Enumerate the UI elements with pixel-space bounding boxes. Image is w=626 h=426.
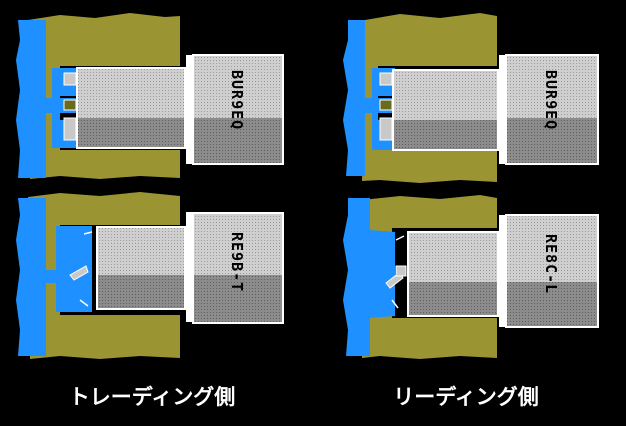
brake-fluid <box>16 20 80 178</box>
pad-plate <box>186 212 192 322</box>
piston-seal-lower <box>63 117 77 141</box>
pad-top <box>506 55 598 118</box>
pad-label: BUR9EQ <box>228 70 246 130</box>
piston-seal-lower <box>379 117 393 141</box>
pad-label: RE9B-T <box>228 232 246 292</box>
piston-bottom <box>408 282 498 316</box>
caliper-body <box>28 192 180 359</box>
piston-seal-upper <box>63 72 77 86</box>
piston-top <box>393 70 498 120</box>
panel-trailing-top: BUR9EQ <box>16 13 284 179</box>
piston-top <box>408 232 498 282</box>
piston-outline <box>96 226 186 310</box>
piston-outline <box>407 231 499 317</box>
brake-fluid <box>16 198 70 356</box>
panel-leading-top: BUR9EQ <box>343 13 599 183</box>
piston-top <box>97 227 185 275</box>
pad-label: BUR9EQ <box>542 70 560 130</box>
pad-top <box>506 215 598 282</box>
panel-trailing-bottom: RE9B-T <box>16 192 284 359</box>
fluid-chamber <box>56 226 92 312</box>
pad-outline <box>192 54 284 165</box>
pad-plate <box>499 55 505 164</box>
caliper-body <box>28 13 180 179</box>
pad-outline <box>192 212 284 324</box>
pad-top <box>193 213 283 275</box>
piston-seal-mark <box>63 99 77 111</box>
pad-bottom <box>506 282 598 327</box>
caliper-body <box>362 195 497 359</box>
brake-fluid <box>343 20 400 176</box>
piston-seal-tail <box>79 231 93 307</box>
piston-outline <box>76 67 186 149</box>
brake-fluid <box>343 198 395 356</box>
piston-seal-block <box>395 265 407 277</box>
pad-label: RE8C-L <box>542 234 560 294</box>
piston-seal <box>69 265 89 281</box>
caption-trailing: トレーディング側 <box>69 385 236 409</box>
piston-seal-tail <box>391 235 405 309</box>
piston-bottom <box>97 275 185 309</box>
pad-bottom <box>193 275 283 323</box>
piston-bottom <box>77 118 185 148</box>
pad-bottom <box>193 118 283 164</box>
pad-bottom <box>506 118 598 164</box>
piston-outline <box>392 69 499 151</box>
piston-bottom <box>393 120 498 150</box>
pad-plate <box>499 215 505 327</box>
piston-top <box>77 68 185 118</box>
pad-top <box>193 55 283 118</box>
piston-seal-upper <box>379 72 393 86</box>
pad-plate <box>186 55 192 164</box>
caption-leading: リーディング側 <box>393 385 539 409</box>
piston-seal-mark <box>379 99 393 111</box>
caliper-body <box>362 13 497 183</box>
pad-outline <box>505 54 599 165</box>
panel-leading-bottom: RE8C-L <box>343 195 599 359</box>
pad-outline <box>505 214 599 328</box>
